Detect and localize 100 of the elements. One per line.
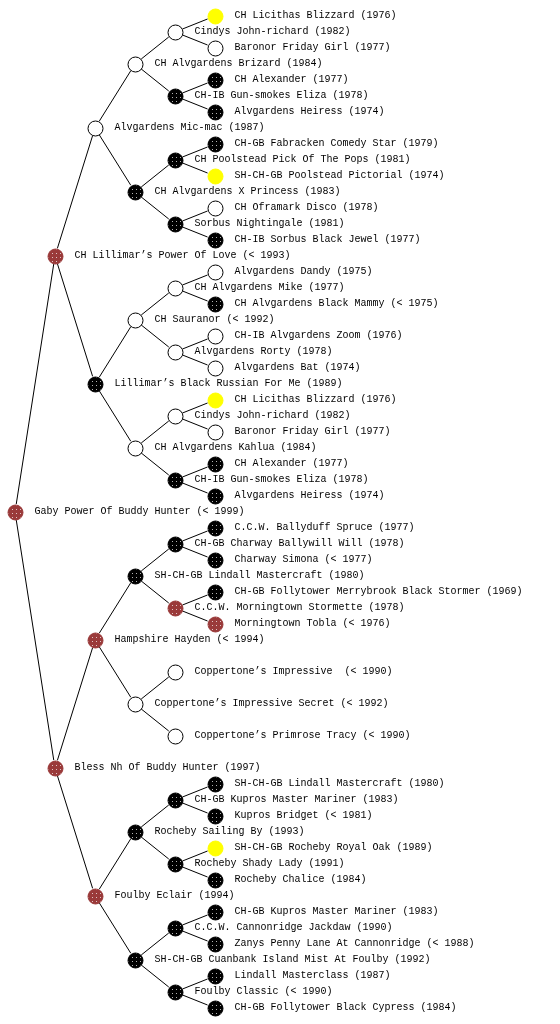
pedigree-line <box>140 68 170 92</box>
dog-name-label: Cindys John-richard (1982) <box>194 410 351 422</box>
pedigree-line <box>15 263 55 505</box>
pedigree-line <box>98 646 132 698</box>
pedigree-line <box>181 802 209 814</box>
dog-name-label: CH Oframark Disco (1978) <box>234 202 379 214</box>
pedigree-line <box>181 610 209 622</box>
dog-name-label: Kupros Bridget (< 1981) <box>234 810 373 822</box>
pedigree-line <box>56 263 94 377</box>
dog-name-label: Rocheby Shady Lady (1991) <box>194 858 345 870</box>
dog-name-label: SH-CH-GB Cuanbank Island Mist At Foulby (1992) <box>154 954 431 966</box>
pedigree-line <box>181 146 209 158</box>
dog-name-label: Baronor Friday Girl (1977) <box>234 42 391 54</box>
dog-name-label: CH Alvgardens Mike (1977) <box>194 282 345 294</box>
dog-name-label: CH Alvgardens Kahlua (1984) <box>154 442 317 454</box>
pedigree-line <box>140 36 170 60</box>
pedigree-line <box>181 594 209 606</box>
pedigree-line <box>181 34 209 46</box>
dog-name-label: CH-IB Sorbus Black Jewel (1977) <box>234 234 421 246</box>
dog-name-label: Morningtown Tobla (< 1976) <box>234 618 391 630</box>
pedigree-line <box>181 786 209 798</box>
dog-name-label: SH-CH-GB Lindall Mastercraft (1980) <box>154 570 365 582</box>
dog-name-label: Baronor Friday Girl (1977) <box>234 426 391 438</box>
dog-name-label: C.C.W. Morningtown Stormette (1978) <box>194 602 405 614</box>
dog-name-label: Alvgardens Dandy (1975) <box>234 266 373 278</box>
dog-name-label: Coppertone’s Primrose Tracy (< 1990) <box>194 730 411 742</box>
pedigree-line <box>181 98 209 110</box>
pedigree-line <box>98 70 132 122</box>
pedigree-line <box>181 914 209 926</box>
dog-name-label: Charway Simona (< 1977) <box>234 554 373 566</box>
dog-name-label: CH-GB Charway Ballywill Will (1978) <box>194 538 405 550</box>
pedigree-line <box>181 354 209 366</box>
pedigree-line <box>140 932 170 956</box>
dog-name-label: SH-CH-GB Rocheby Royal Oak (1989) <box>234 842 433 854</box>
pedigree-line <box>15 519 55 761</box>
dog-name-label: Lillimar’s Black Russian For Me (1989) <box>114 378 343 390</box>
pedigree-line <box>181 418 209 430</box>
pedigree-line <box>181 274 209 286</box>
dog-name-label: SH-CH-GB Lindall Mastercraft (1980) <box>234 778 445 790</box>
pedigree-line <box>181 978 209 990</box>
pedigree-line <box>56 647 94 761</box>
dog-name-label: Foulby Eclair (1994) <box>114 890 235 902</box>
pedigree-line <box>140 708 170 732</box>
pedigree-line <box>181 338 209 350</box>
dog-name-label: CH-GB Kupros Master Mariner (1983) <box>194 794 399 806</box>
dog-name-label: CH Licithas Blizzard (1976) <box>234 394 397 406</box>
dog-name-label: Hampshire Hayden (< 1994) <box>114 634 265 646</box>
dog-name-label: Rocheby Chalice (1984) <box>234 874 367 886</box>
dog-name-label: CH-IB Gun-smokes Eliza (1978) <box>194 474 369 486</box>
pedigree-line <box>98 582 132 634</box>
dog-name-label: Zanys Penny Lane At Cannonridge (< 1988) <box>234 938 475 950</box>
pedigree-line <box>140 164 170 188</box>
dog-name-label: Cindys John-richard (1982) <box>194 26 351 38</box>
pedigree-line <box>140 836 170 860</box>
dog-name-label: CH Sauranor (< 1992) <box>154 314 275 326</box>
pedigree-line <box>98 838 132 890</box>
pedigree-line <box>140 580 170 604</box>
pedigree-line <box>140 452 170 476</box>
pedigree-line <box>98 390 132 442</box>
pedigree-line <box>140 676 170 700</box>
dog-name-label: CH Alexander (1977) <box>234 74 349 86</box>
dog-name-label: CH-GB Fabracken Comedy Star (1979) <box>234 138 439 150</box>
dog-name-label: Coppertone’s Impressive Secret (< 1992) <box>154 698 389 710</box>
pedigree-line <box>181 18 209 30</box>
pedigree-line <box>140 548 170 572</box>
dog-name-label: Alvgardens Bat (1974) <box>234 362 361 374</box>
pedigree-line <box>181 290 209 302</box>
pedigree-line <box>181 162 209 174</box>
dog-name-label: CH Alvgardens Brizard (1984) <box>154 58 323 70</box>
pedigree-line <box>181 82 209 94</box>
pedigree-line <box>181 866 209 878</box>
dog-name-label: Bless Nh Of Buddy Hunter (1997) <box>74 762 261 774</box>
pedigree-line <box>98 902 132 954</box>
pedigree-line <box>140 196 170 220</box>
pedigree-line <box>56 135 94 249</box>
dog-name-label: CH Alexander (1977) <box>234 458 349 470</box>
dog-name-label: Foulby Classic (< 1990) <box>194 986 333 998</box>
pedigree-line <box>181 994 209 1006</box>
pedigree-line <box>140 292 170 316</box>
pedigree-line <box>181 546 209 558</box>
dog-name-label: Alvgardens Heiress (1974) <box>234 106 385 118</box>
dog-name-label: Alvgardens Heiress (1974) <box>234 490 385 502</box>
pedigree-line <box>140 420 170 444</box>
dog-name-label: Rocheby Sailing By (1993) <box>154 826 305 838</box>
pedigree-line <box>140 324 170 348</box>
dog-name-label: C.C.W. Cannonridge Jackdaw (1990) <box>194 922 393 934</box>
dog-name-label: C.C.W. Ballyduff Spruce (1977) <box>234 522 415 534</box>
dog-name-label: Alvgardens Rorty (1978) <box>194 346 333 358</box>
pedigree-line <box>181 466 209 478</box>
dog-name-label: Sorbus Nightingale (1981) <box>194 218 345 230</box>
pedigree-line <box>56 775 94 889</box>
dog-name-label: CH Licithas Blizzard (1976) <box>234 10 397 22</box>
dog-name-label: CH Alvgardens Black Mammy (< 1975) <box>234 298 439 310</box>
pedigree-line <box>181 530 209 542</box>
pedigree-line <box>181 850 209 862</box>
pedigree-line <box>98 326 132 378</box>
pedigree-line <box>181 226 209 238</box>
dog-name-label: CH-IB Gun-smokes Eliza (1978) <box>194 90 369 102</box>
dog-name-label: CH-GB Kupros Master Mariner (1983) <box>234 906 439 918</box>
dog-name-label: CH Lillimar’s Power Of Love (< 1993) <box>74 250 291 262</box>
